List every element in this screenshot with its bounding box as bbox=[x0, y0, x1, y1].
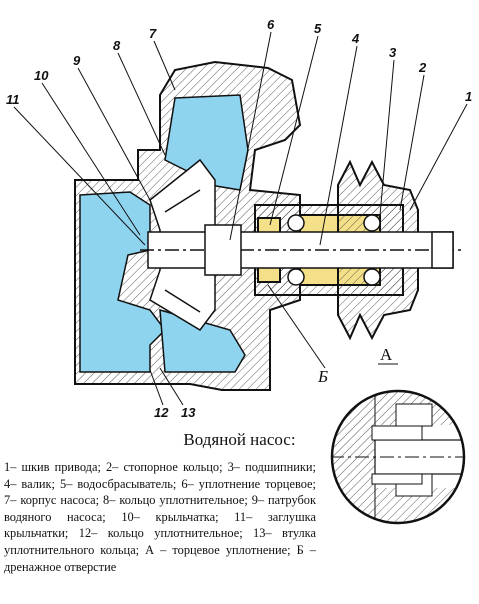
impeller-cavity bbox=[164, 94, 249, 191]
callout-3: 3 bbox=[389, 45, 397, 60]
callout-7: 7 bbox=[149, 26, 157, 41]
callout-4: 4 bbox=[351, 31, 360, 46]
callout-8: 8 bbox=[113, 38, 121, 53]
callout-12: 12 bbox=[154, 405, 169, 420]
callout-10: 10 bbox=[34, 68, 49, 83]
inlet-channel bbox=[79, 191, 166, 373]
detail-view-label: А bbox=[380, 345, 393, 364]
callout-11: 11 bbox=[6, 92, 20, 107]
callout-5: 5 bbox=[314, 21, 322, 36]
callout-6: 6 bbox=[267, 17, 275, 32]
callout-9: 9 bbox=[73, 53, 81, 68]
detail-view-a bbox=[330, 389, 466, 525]
callout-13: 13 bbox=[181, 405, 196, 420]
callout-2: 2 bbox=[418, 60, 427, 75]
callout-1: 1 bbox=[465, 89, 472, 104]
bearing-balls bbox=[287, 214, 381, 286]
water-channels bbox=[79, 94, 249, 373]
shaft bbox=[140, 224, 462, 276]
leader-lines bbox=[13, 31, 468, 406]
drain-label: Б bbox=[317, 367, 328, 386]
figure-caption: Водяной насос: bbox=[183, 430, 296, 449]
lower-cavity bbox=[159, 308, 246, 373]
figure-legend: 1– шкив привода; 2– стопорное кольцо; 3–… bbox=[4, 460, 316, 574]
